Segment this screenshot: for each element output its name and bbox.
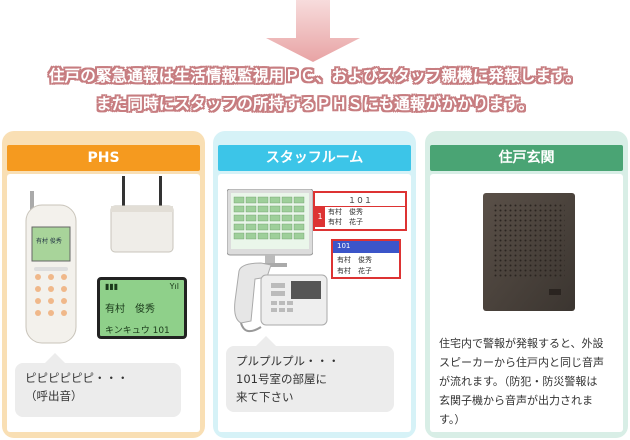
signal-icon: Yıl	[169, 282, 179, 291]
description-line: スピーカーから住戸内と同じ音声	[439, 356, 604, 369]
description-line: す。）	[439, 413, 466, 426]
card-name: 有村 花子	[328, 218, 363, 226]
heading-line-2: また同時にスタッフの所持するＰＨＳにも通報がかかります。	[95, 95, 535, 113]
description-line: 玄関子機から音声が出力されま	[439, 394, 593, 407]
card-name: 有村 俊秀	[328, 208, 363, 216]
card-name: 有村 俊秀	[337, 256, 372, 264]
entrance-panel-title: 住戸玄関	[430, 145, 623, 171]
card-name: 有村 花子	[337, 267, 372, 275]
heading-line-1: 住戸の緊急通報は生活情報監視用ＰＣ、およびスタッフ親機に発報します。	[48, 67, 582, 85]
door-speaker-icon	[483, 193, 575, 311]
bubble-line: 来て下さい	[236, 390, 294, 404]
card-room: １０１	[315, 193, 405, 207]
phs-panel-title: PHS	[7, 145, 200, 171]
lcd-name: 有村 俊秀	[105, 304, 155, 315]
description-line: 住宅内で警報が発報すると、外設	[439, 337, 604, 350]
desk-phone-icon	[234, 262, 328, 333]
staff-room-panel: スタッフルーム １０１ 1 有村 俊秀 有村 花子 101 有村 俊秀	[213, 131, 416, 438]
bubble-line: （呼出音）	[25, 389, 83, 403]
entrance-panel: 住戸玄関 住宅内で警報が発報すると、外設 スピーカーから住戸内と同じ音声 が流れ…	[425, 131, 628, 438]
phs-handset-icon: 有村 俊秀	[25, 191, 77, 344]
card-room: 101	[333, 241, 399, 253]
description-line: が流れます。（防犯・防災警報は	[439, 375, 598, 388]
phs-panel: PHS 有村 俊秀 ▮▮▮ Yıl 有村 俊秀 キンキュウ 101 ピピピピピピ・…	[2, 131, 205, 438]
phs-lcd-display: ▮▮▮ Yıl 有村 俊秀 キンキュウ 101	[97, 277, 187, 339]
monitor-pc-icon	[227, 189, 313, 267]
entrance-description: 住宅内で警報が発報すると、外設 スピーカーから住戸内と同じ音声 が流れます。（防…	[439, 334, 619, 429]
antenna-base-station-icon	[110, 176, 174, 253]
svg-text:有村 俊秀: 有村 俊秀	[36, 237, 62, 245]
lcd-message: キンキュウ 101	[105, 326, 170, 336]
bubble-line: 101号室の部屋に	[236, 372, 327, 386]
bubble-line: プルプルプル・・・	[236, 354, 340, 368]
down-arrow-icon	[266, 0, 360, 62]
alert-card-large: １０１ 1 有村 俊秀 有村 花子	[313, 191, 407, 231]
staff-speech-bubble: プルプルプル・・・ 101号室の部屋に 来て下さい	[226, 336, 394, 412]
alert-card-small: 101 有村 俊秀 有村 花子	[331, 239, 401, 279]
phs-speech-bubble: ピピピピピピ・・・ （呼出音）	[15, 353, 181, 417]
bubble-line: ピピピピピピ・・・	[25, 371, 129, 385]
staff-room-panel-title: スタッフルーム	[218, 145, 411, 171]
battery-icon: ▮▮▮	[105, 282, 119, 291]
alert-marker-icon: 1	[315, 207, 325, 227]
